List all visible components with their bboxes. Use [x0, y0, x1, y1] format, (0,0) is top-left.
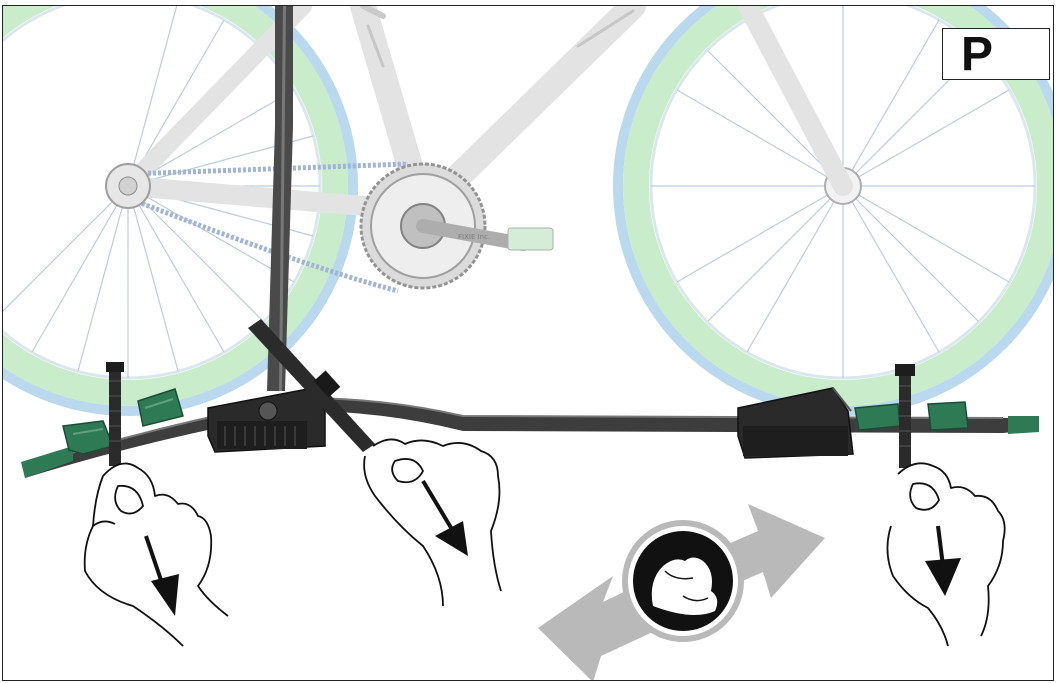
- instruction-panel: FIXIE Inc.: [2, 5, 1054, 681]
- strength-icon: [625, 523, 741, 639]
- middle-hand: [364, 439, 501, 606]
- step-badge: P: [942, 28, 1050, 80]
- step-label: P: [961, 27, 993, 83]
- bicycle-illustration: FIXIE Inc.: [3, 6, 1053, 411]
- left-hand: [85, 464, 228, 647]
- assembly-illustration: FIXIE Inc.: [3, 6, 1053, 680]
- bicycle-frame: [128, 6, 843, 211]
- left-clamp-block: [208, 388, 325, 452]
- left-pull-arrow: [146, 536, 163, 586]
- rear-hub: [106, 164, 150, 208]
- crank-text: FIXIE Inc.: [458, 233, 490, 241]
- chainring: FIXIE Inc.: [361, 164, 553, 288]
- right-hand: [887, 463, 1004, 646]
